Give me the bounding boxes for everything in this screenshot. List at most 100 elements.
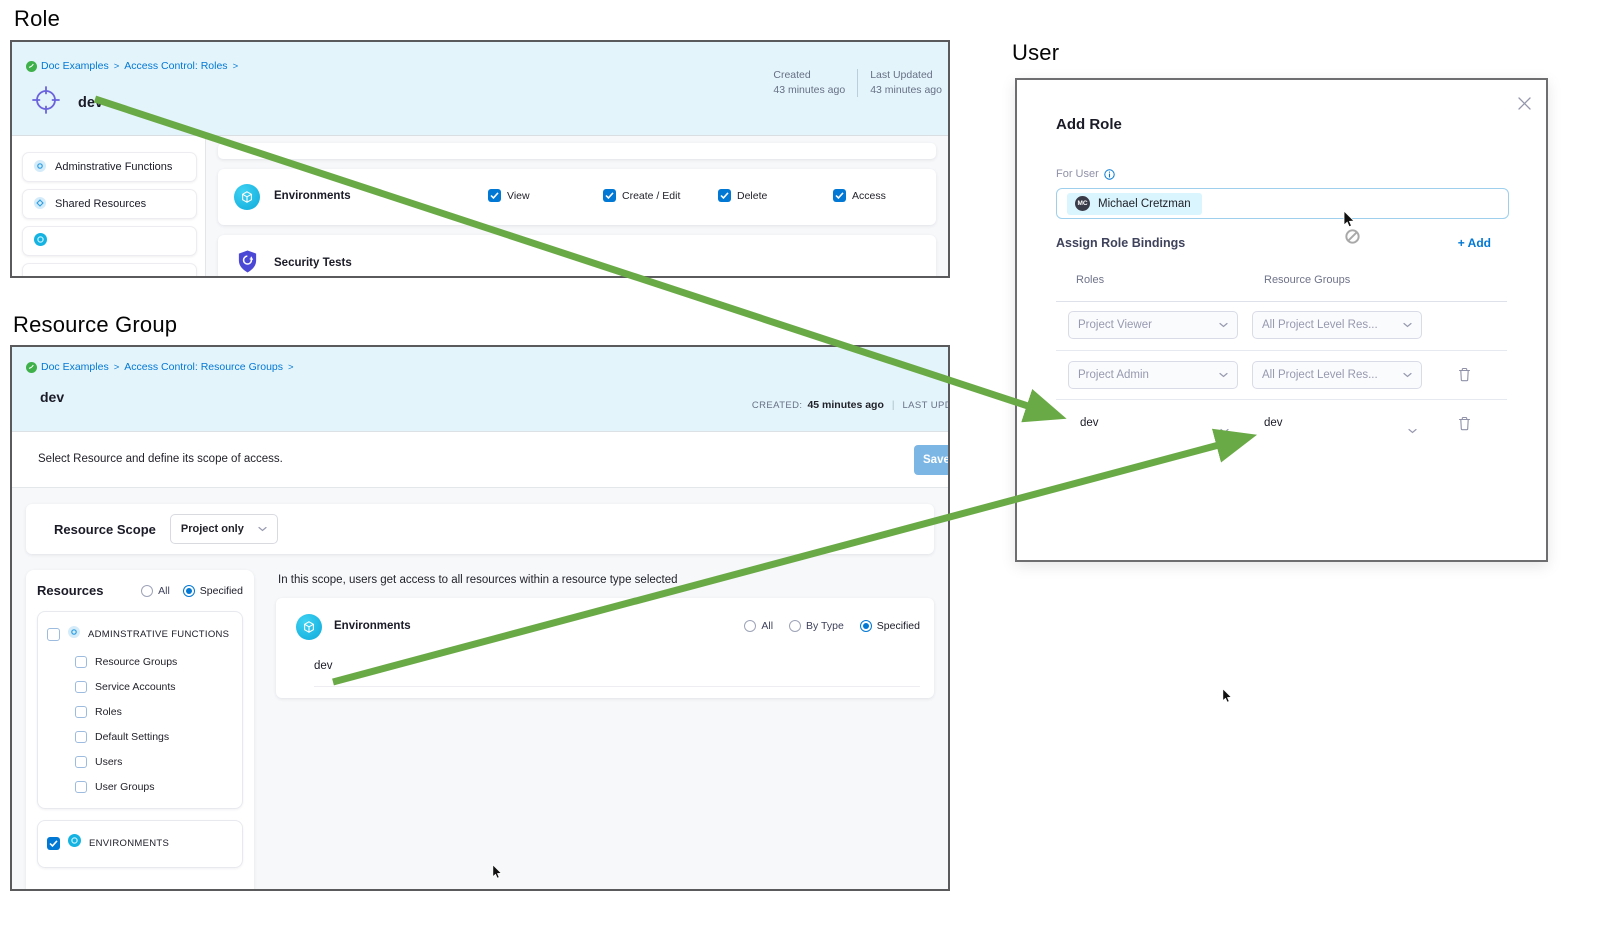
delete-binding-icon[interactable] xyxy=(1458,367,1471,387)
info-icon[interactable] xyxy=(1104,168,1115,180)
breadcrumb-separator: > xyxy=(113,361,120,373)
chevron-down-icon[interactable] xyxy=(1408,421,1417,439)
resource-label: Service Accounts xyxy=(95,681,176,693)
delete-binding-icon[interactable] xyxy=(1458,416,1471,436)
sidebar-item-environments[interactable] xyxy=(22,226,197,256)
environments-icon xyxy=(34,233,47,249)
chevron-down-icon xyxy=(1403,319,1412,331)
role-select[interactable]: Project Admin xyxy=(1068,361,1238,389)
environments-group: ENVIRONMENTS xyxy=(37,820,243,868)
admin-functions-parent-row[interactable]: ADMINSTRATIVE FUNCTIONS xyxy=(47,625,233,643)
chevron-down-icon[interactable] xyxy=(1220,421,1229,439)
resource-checkbox-row[interactable]: Resource Groups xyxy=(75,656,233,668)
environments-permission-row: Environments View Create / Edit Delete A… xyxy=(218,169,936,225)
checkbox-checked-icon[interactable] xyxy=(488,189,501,202)
radio-unselected-icon[interactable] xyxy=(744,620,757,632)
role-panel-header: Doc Examples > Access Control: Roles > d… xyxy=(12,42,948,136)
checkbox-checked-icon[interactable] xyxy=(47,836,60,850)
scope-description: In this scope, users get access to all r… xyxy=(278,574,678,586)
checkbox-unchecked-icon[interactable] xyxy=(75,681,87,693)
save-button[interactable]: Save xyxy=(914,445,948,475)
resource-group-select[interactable]: All Project Level Res... xyxy=(1252,361,1422,389)
toolbar-description: Select Resource and define its scope of … xyxy=(38,453,283,465)
permission-delete[interactable]: Delete xyxy=(718,189,767,202)
close-icon[interactable] xyxy=(1517,96,1532,116)
user-chip[interactable]: MC Michael Cretzman xyxy=(1067,192,1202,215)
breadcrumb-project[interactable]: Doc Examples xyxy=(41,60,109,72)
administrative-functions-icon xyxy=(34,159,46,175)
resource-label: Users xyxy=(95,756,123,768)
resource-group-select[interactable]: All Project Level Res... xyxy=(1252,311,1422,339)
resource-group-toolbar: Select Resource and define its scope of … xyxy=(12,431,948,487)
radio-selected-icon[interactable] xyxy=(859,620,872,632)
radio-label: Specified xyxy=(876,620,920,632)
checkbox-checked-icon[interactable] xyxy=(603,189,616,202)
environments-parent-row[interactable]: ENVIRONMENTS xyxy=(47,834,233,852)
security-tests-icon xyxy=(236,249,259,276)
resource-group-select-dev[interactable]: dev xyxy=(1264,417,1283,429)
permission-create-edit[interactable]: Create / Edit xyxy=(603,189,680,202)
scope-radio-by-type[interactable]: By Type xyxy=(789,620,844,632)
radio-unselected-icon[interactable] xyxy=(789,620,802,632)
resource-group-select-value: All Project Level Res... xyxy=(1262,369,1378,381)
sidebar-item-shared-resources[interactable]: Shared Resources xyxy=(22,189,197,219)
resource-checkbox-row[interactable]: Roles xyxy=(75,706,233,718)
checkbox-unchecked-icon[interactable] xyxy=(75,756,87,768)
no-drop-cursor-icon xyxy=(1344,228,1361,250)
breadcrumb: Doc Examples > Access Control: Roles > xyxy=(26,60,239,72)
permission-view[interactable]: View xyxy=(488,189,530,202)
breadcrumb-project[interactable]: Doc Examples xyxy=(41,361,109,373)
checkbox-checked-icon[interactable] xyxy=(833,189,846,202)
cursor-arrow-icon xyxy=(492,864,503,885)
resources-radio-specified[interactable]: Specified xyxy=(182,584,243,597)
role-select-dev[interactable]: dev xyxy=(1080,417,1099,429)
scope-radio-specified[interactable]: Specified xyxy=(859,620,920,632)
roles-column-header: Roles xyxy=(1076,274,1105,286)
sidebar-item-partial[interactable] xyxy=(22,263,197,276)
resource-group-section-heading: Resource Group xyxy=(13,312,178,337)
clipped-permission-row xyxy=(218,143,936,159)
sidebar-item-administrative-functions[interactable]: Adminstrative Functions xyxy=(22,152,197,182)
created-value: 43 minutes ago xyxy=(773,84,846,96)
resource-checkbox-row[interactable]: Default Settings xyxy=(75,731,233,743)
resource-scope-row: Resource Scope Project only xyxy=(26,504,934,554)
role-select[interactable]: Project Viewer xyxy=(1068,311,1238,339)
radio-selected-icon[interactable] xyxy=(182,584,195,597)
role-select-value: Project Admin xyxy=(1078,369,1149,381)
resource-checkbox-row[interactable]: Service Accounts xyxy=(75,681,233,693)
user-name: Michael Cretzman xyxy=(1098,197,1191,210)
chevron-down-icon xyxy=(1219,369,1228,381)
for-user-label: For User xyxy=(1056,168,1099,180)
scope-radio-all[interactable]: All xyxy=(744,620,773,632)
breadcrumb-section[interactable]: Access Control: Resource Groups xyxy=(124,361,283,373)
resources-radio-all[interactable]: All xyxy=(141,584,170,597)
permission-access[interactable]: Access xyxy=(833,189,886,202)
role-title: dev xyxy=(78,94,103,111)
resources-label: Resources xyxy=(37,583,104,598)
resource-group-title: dev xyxy=(40,389,65,405)
breadcrumb-section[interactable]: Access Control: Roles xyxy=(124,60,228,72)
created-value: 45 minutes ago xyxy=(807,399,884,411)
group-label: ADMINSTRATIVE FUNCTIONS xyxy=(88,628,230,640)
user-input[interactable]: MC Michael Cretzman xyxy=(1056,188,1509,219)
created-label: CREATED: xyxy=(751,399,803,411)
selected-resource-dev: dev xyxy=(314,660,333,672)
resource-group-panel: Doc Examples > Access Control: Resource … xyxy=(10,345,950,891)
resource-scope-select[interactable]: Project only xyxy=(169,514,278,544)
checkbox-unchecked-icon[interactable] xyxy=(75,781,87,793)
sidebar-item-label: Shared Resources xyxy=(55,198,147,210)
resource-label: Default Settings xyxy=(95,731,170,743)
permission-label: Access xyxy=(852,189,886,202)
updated-value: 43 minutes ago xyxy=(870,84,942,96)
resource-checkbox-row[interactable]: Users xyxy=(75,756,233,768)
role-target-icon xyxy=(30,84,62,121)
checkbox-unchecked-icon[interactable] xyxy=(75,731,87,743)
checkbox-unchecked-icon[interactable] xyxy=(75,706,87,718)
checkbox-checked-icon[interactable] xyxy=(718,189,731,202)
resource-label: Roles xyxy=(95,706,122,718)
add-binding-button[interactable]: + Add xyxy=(1457,236,1491,250)
checkbox-unchecked-icon[interactable] xyxy=(47,627,60,641)
resource-checkbox-row[interactable]: User Groups xyxy=(75,781,233,793)
checkbox-unchecked-icon[interactable] xyxy=(75,656,87,668)
radio-unselected-icon[interactable] xyxy=(141,584,154,597)
